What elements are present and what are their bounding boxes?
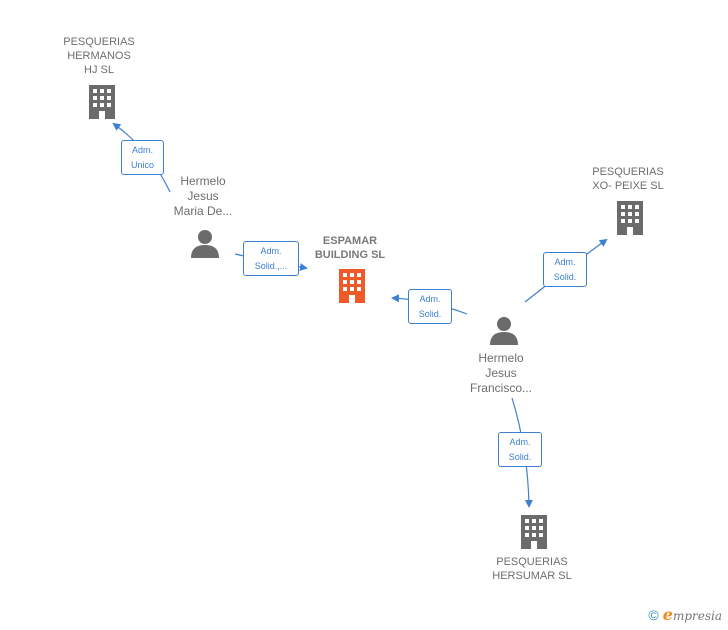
copyright-icon: © — [648, 606, 659, 623]
edge-label-adm-unico: Adm. Unico — [121, 140, 164, 175]
node-label-pesquerias-xo-peixe[interactable]: PESQUERIAS XO- PEIXE SL — [592, 166, 664, 192]
edge-label-adm-solid-maria: Adm. Solid.,... — [243, 241, 299, 276]
edge-label-adm-solid-francisco-xo: Adm. Solid. — [543, 252, 587, 287]
edge-label-adm-solid-francisco-hersumar: Adm. Solid. — [498, 432, 542, 467]
node-label-hermelo-francisco[interactable]: Hermelo Jesus Francisco... — [469, 351, 532, 395]
node-label-pesquerias-hersumar[interactable]: PESQUERIAS HERSUMAR SL — [492, 556, 572, 582]
building-icon[interactable] — [86, 84, 118, 120]
person-icon[interactable] — [190, 228, 220, 258]
node-label-espamar-building[interactable]: ESPAMAR BUILDING SL — [314, 235, 386, 261]
node-label-pesquerias-hermanos[interactable]: PESQUERIAS HERMANOS HJ SL — [63, 36, 135, 76]
building-icon[interactable] — [518, 514, 550, 550]
edge-label-adm-solid-francisco-center: Adm. Solid. — [408, 289, 452, 324]
node-label-hermelo-maria[interactable]: Hermelo Jesus Maria De... — [173, 174, 233, 218]
person-icon[interactable] — [489, 315, 519, 345]
building-icon[interactable] — [614, 200, 646, 236]
brand-footer: © empresia — [648, 605, 722, 624]
empresia-logo[interactable]: empresia — [662, 605, 722, 624]
building-icon-center[interactable] — [336, 268, 368, 304]
